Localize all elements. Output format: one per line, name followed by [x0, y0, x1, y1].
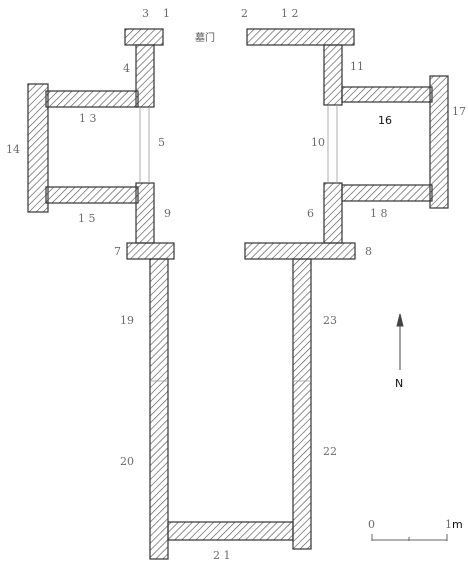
label-13: 1 3 [79, 112, 97, 125]
label-3: 3 [142, 7, 149, 20]
wall-11 [323, 44, 343, 106]
north-label: N [395, 377, 404, 390]
label-12: 1 2 [281, 7, 299, 20]
label-11: 11 [350, 60, 364, 73]
label-8: 8 [365, 245, 372, 258]
wall-14 [27, 83, 49, 213]
north-arrow [396, 313, 404, 370]
wall-4 [135, 44, 155, 108]
label-4: 4 [123, 62, 130, 75]
wall-16-top [341, 86, 433, 103]
wall-13 [45, 90, 139, 108]
scale-zero: 0 [368, 518, 375, 531]
wall-7 [126, 242, 175, 260]
label-10: 10 [311, 136, 325, 149]
label-15: 1 5 [78, 212, 96, 225]
scale-bar [371, 534, 448, 541]
label-5: 5 [158, 136, 165, 149]
scale-unit: m [452, 518, 463, 531]
label-23: 23 [323, 314, 337, 327]
wall-1-2 [246, 28, 355, 46]
label-2: 2 [241, 7, 248, 20]
label-21: 2 1 [213, 549, 231, 562]
wall-3 [124, 28, 164, 46]
scale-one: 1 [445, 518, 452, 531]
wall-19-20 [149, 258, 169, 560]
label-22: 22 [323, 445, 337, 458]
label-18: 1 8 [370, 207, 388, 220]
wall-22-23 [292, 258, 312, 550]
wall-17 [429, 75, 449, 209]
wall-8 [244, 242, 356, 260]
label-19: 19 [120, 314, 134, 327]
label-16: 16 [378, 114, 392, 127]
wall-15 [45, 186, 139, 204]
wall-9 [135, 182, 155, 244]
wall-18 [341, 184, 433, 202]
wall-21 [167, 521, 294, 541]
label-9: 9 [164, 207, 171, 220]
label-17: 17 [452, 105, 466, 118]
gate-label: 墓门 [195, 33, 215, 44]
wall-6 [323, 182, 343, 244]
label-14: 14 [6, 143, 20, 156]
label-1: 1 [163, 7, 170, 20]
label-20: 20 [120, 455, 134, 468]
label-7: 7 [114, 245, 121, 258]
label-6: 6 [307, 207, 314, 220]
